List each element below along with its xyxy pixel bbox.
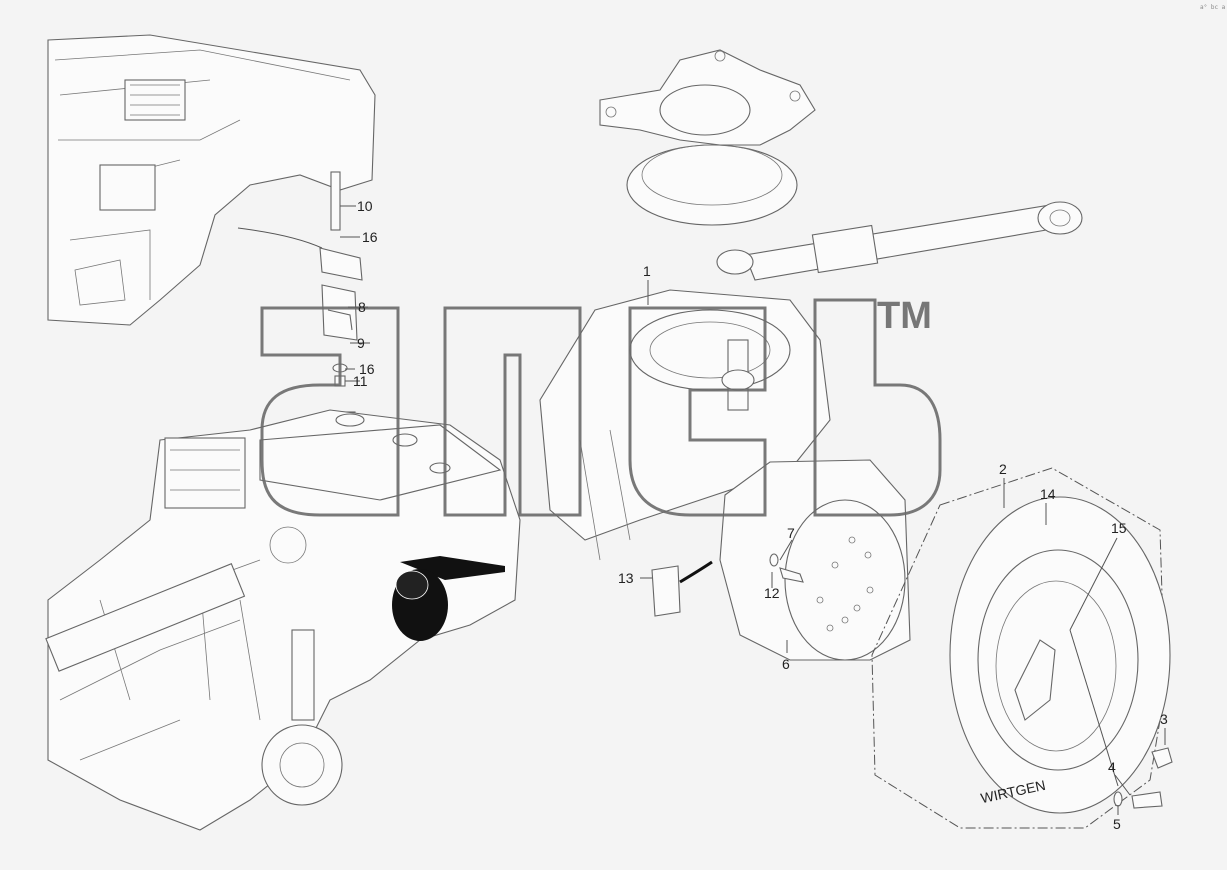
- hub-bolt: [769, 553, 804, 583]
- callout-2: 2: [999, 461, 1007, 477]
- callout-9: 9: [357, 335, 365, 351]
- bracket-assembly: [237, 171, 363, 428]
- wheel-bolts: [1113, 747, 1173, 809]
- watermark-tm: TM: [877, 295, 932, 337]
- hydraulic-cylinder: [716, 201, 1083, 281]
- hub-motor: [719, 459, 911, 661]
- seal-part: [651, 560, 713, 617]
- tire-assembly: WIRTGEN: [871, 467, 1171, 829]
- callout-10: 10: [357, 198, 373, 214]
- callout-5: 5: [1113, 816, 1121, 832]
- callout-16a: 16: [362, 229, 378, 245]
- callout-4: 4: [1108, 759, 1116, 775]
- callout-7: 7: [787, 525, 795, 541]
- callout-8: 8: [358, 299, 366, 315]
- callout-labels: 1 2 3 4 5 6 7 8 9 10 11 12 13 14 15 16 1…: [353, 198, 1168, 832]
- highlighted-wheel-unit: [392, 556, 505, 641]
- machine-frame-lower: [45, 409, 521, 831]
- corner-note: a° bc a: [1200, 4, 1226, 11]
- machine-frame-upper: [47, 34, 376, 326]
- slewing-ring: [599, 49, 816, 226]
- callout-12: 12: [764, 585, 780, 601]
- callout-14: 14: [1040, 486, 1056, 502]
- callout-16b: 16: [359, 361, 375, 377]
- watermark-logo: TM: [260, 295, 942, 517]
- callout-11: 11: [353, 373, 368, 389]
- leader-lines: [340, 205, 1166, 815]
- callout-13: 13: [618, 570, 634, 586]
- callout-15: 15: [1111, 520, 1127, 536]
- callout-3: 3: [1160, 711, 1168, 727]
- callout-6: 6: [782, 656, 790, 672]
- callout-1: 1: [643, 263, 651, 279]
